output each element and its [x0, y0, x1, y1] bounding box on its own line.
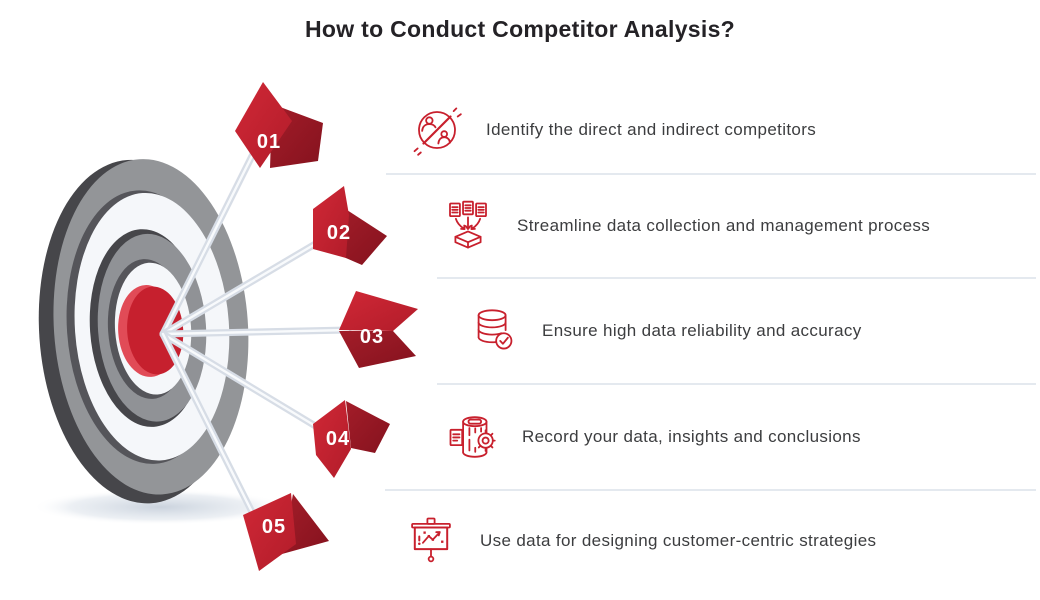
- dartboard-illustration: 01 02 03 04 05: [32, 82, 418, 571]
- step-label-4: Record your data, insights and conclusio…: [522, 427, 861, 446]
- record-data-icon: [449, 416, 496, 458]
- competitors-icon: [413, 107, 462, 156]
- step-marker-02: 02: [313, 186, 387, 265]
- data-collection-icon: [449, 200, 487, 249]
- marker-number-2: 02: [327, 222, 351, 244]
- step-label-3: Ensure high data reliability and accurac…: [542, 321, 862, 340]
- row-divider: [437, 277, 1036, 279]
- step-marker-03: 03: [339, 291, 418, 368]
- marker-number-5: 05: [262, 516, 286, 538]
- marker-number-4: 04: [326, 428, 350, 450]
- step-row-5: Use data for designing customer-centric …: [388, 490, 1040, 592]
- step-marker-05: 05: [243, 493, 329, 571]
- database-check-icon: [477, 309, 513, 350]
- step-row-3: Ensure high data reliability and accurac…: [388, 278, 1040, 384]
- presentation-chart-icon: [411, 517, 451, 563]
- target-shadow: [32, 489, 288, 525]
- step-row-2: Streamline data collection and managemen…: [388, 174, 1040, 278]
- step-marker-04: 04: [313, 400, 390, 478]
- step-marker-01: 01: [235, 82, 323, 168]
- marker-number-1: 01: [257, 131, 281, 153]
- step-label-5: Use data for designing customer-centric …: [480, 531, 877, 550]
- row-divider: [437, 383, 1036, 385]
- step-row-4: Record your data, insights and conclusio…: [388, 384, 1040, 490]
- step-row-1: Identify the direct and indirect competi…: [388, 86, 1040, 174]
- step-label-1: Identify the direct and indirect competi…: [486, 120, 817, 139]
- marker-number-3: 03: [360, 326, 384, 348]
- step-label-2: Streamline data collection and managemen…: [517, 216, 931, 235]
- row-divider: [385, 489, 1036, 491]
- row-divider: [386, 173, 1036, 175]
- page-title: How to Conduct Competitor Analysis?: [304, 16, 736, 42]
- arrow-shafts: [159, 146, 352, 524]
